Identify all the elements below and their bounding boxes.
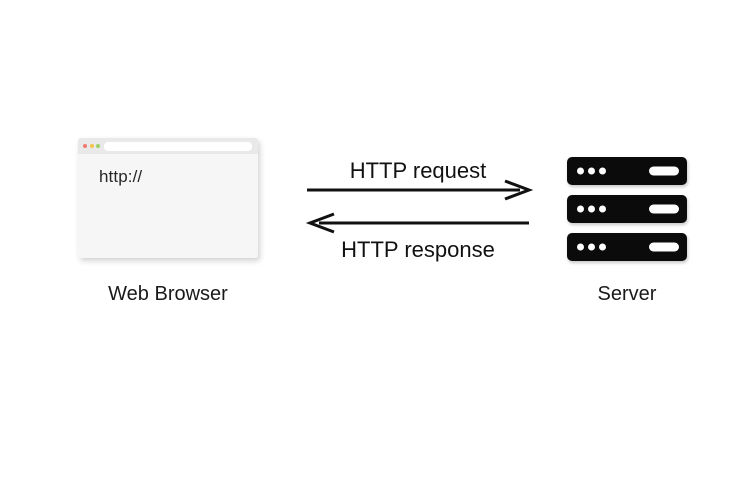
server-stack — [567, 157, 687, 261]
server-led-icon — [588, 205, 595, 213]
server-caption: Server — [597, 283, 657, 305]
web-browser-caption: Web Browser — [108, 283, 228, 305]
url-text: http:// — [99, 167, 143, 186]
server-drive-slot-icon — [649, 242, 679, 252]
server-led-icon — [588, 243, 595, 251]
minimize-dot-icon — [89, 144, 94, 148]
server-led-icon — [577, 205, 584, 213]
server-drive-slot-icon — [649, 204, 679, 214]
http-request-label: HTTP request — [349, 158, 487, 183]
server-led-icon — [599, 243, 606, 251]
server-led-group-icon — [577, 205, 606, 213]
close-dot-icon — [83, 144, 87, 148]
browser-viewport: http:// — [78, 154, 258, 258]
web-browser-window: http:// — [78, 138, 258, 258]
browser-titlebar — [78, 138, 258, 154]
http-response-arrow — [305, 212, 529, 234]
server-led-icon — [577, 167, 584, 175]
server-led-icon — [599, 205, 606, 213]
server-drive-slot-icon — [649, 166, 679, 176]
server-unit — [567, 157, 687, 185]
server-led-group-icon — [577, 167, 606, 175]
maximize-dot-icon — [96, 144, 100, 148]
window-controls — [83, 144, 100, 148]
server-led-group-icon — [577, 243, 606, 251]
server-unit — [567, 195, 687, 223]
server-unit — [567, 233, 687, 261]
server-led-icon — [599, 167, 606, 175]
server-led-icon — [577, 243, 584, 251]
address-bar-input[interactable] — [104, 141, 252, 151]
server-led-icon — [588, 167, 595, 175]
http-response-label: HTTP response — [341, 237, 495, 262]
